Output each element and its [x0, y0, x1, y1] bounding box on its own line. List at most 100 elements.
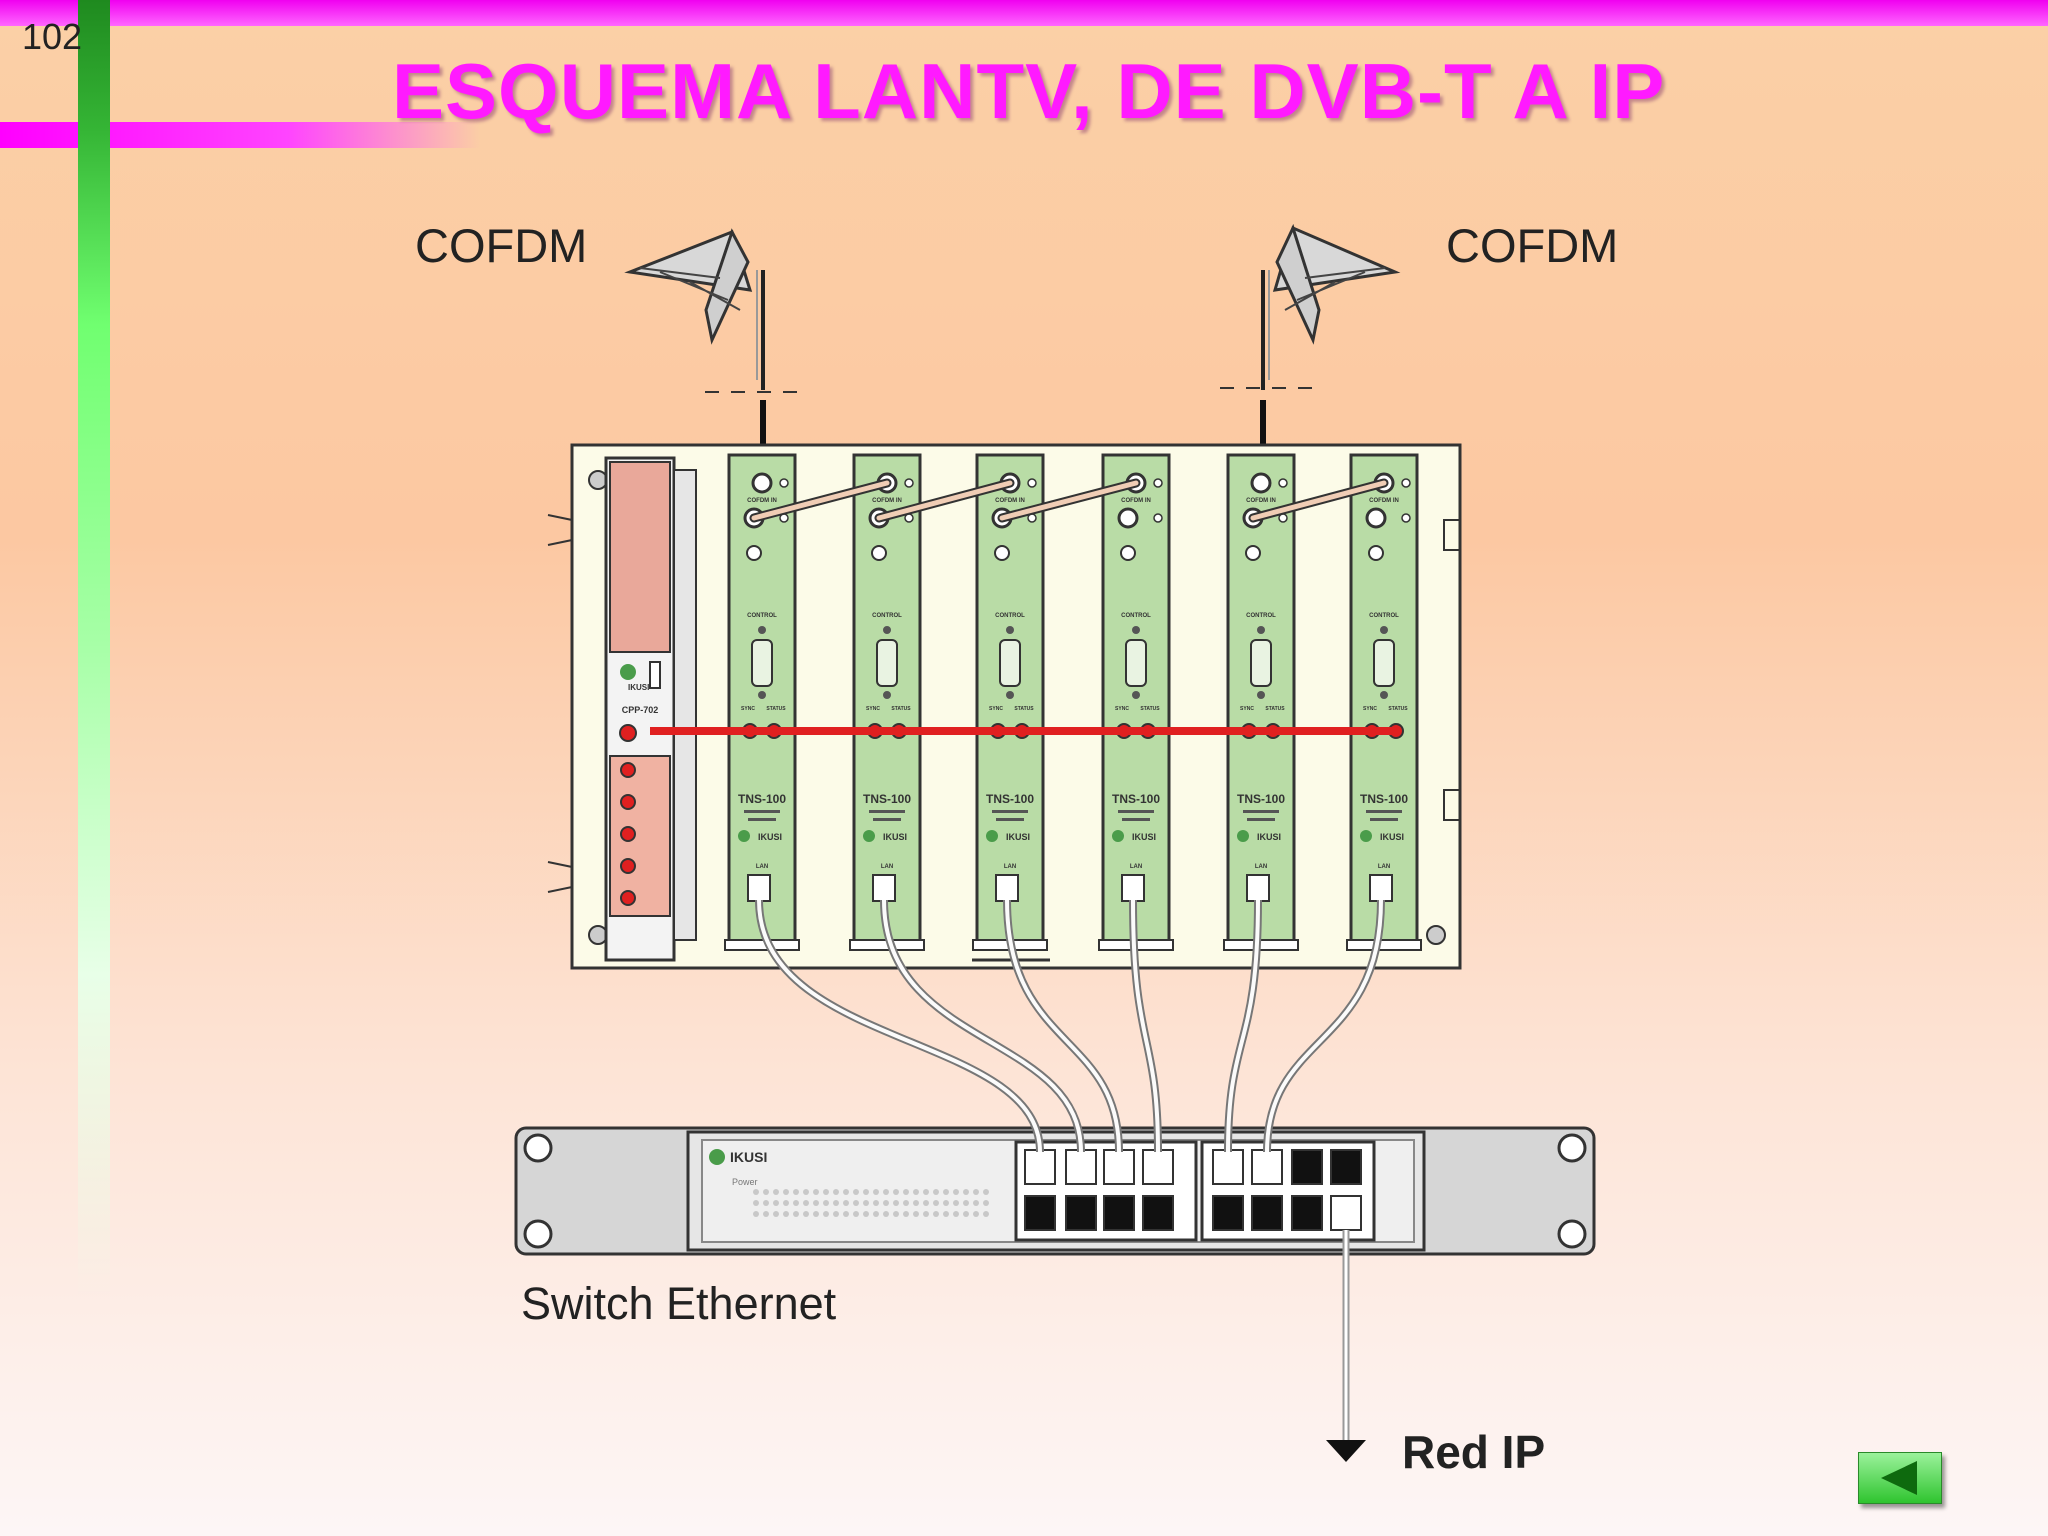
- antenna-left: [624, 228, 805, 478]
- switch-port: [1251, 1149, 1283, 1185]
- ethernet-switch: [514, 1126, 1596, 1256]
- switch-port: [1330, 1149, 1362, 1185]
- title-top-bar: [0, 0, 2048, 26]
- switch-port: [1142, 1195, 1174, 1231]
- module-status-label: STATUS: [891, 706, 911, 712]
- switch-port: [1103, 1149, 1135, 1185]
- control-port: [1373, 639, 1395, 687]
- module-input-label: COFDM IN: [872, 498, 902, 504]
- lan-port: [1369, 874, 1393, 902]
- switch-port: [1330, 1195, 1362, 1231]
- arrow-down-icon: [1326, 1440, 1366, 1462]
- switch-port: [1212, 1195, 1244, 1231]
- module-lan-label: LAN: [756, 864, 768, 870]
- cofdm-label-left: COFDM: [415, 219, 588, 272]
- lan-port: [1246, 874, 1270, 902]
- module-status-label: STATUS: [1265, 706, 1285, 712]
- module-sync-label: SYNC: [989, 706, 1003, 712]
- lan-port: [1121, 874, 1145, 902]
- back-button[interactable]: [1858, 1452, 1942, 1504]
- module-input-label: COFDM IN: [1369, 498, 1399, 504]
- switch-port: [1251, 1195, 1283, 1231]
- module-lan-label: LAN: [1378, 864, 1390, 870]
- module-lan-label: LAN: [1255, 864, 1267, 870]
- module-brand-label: IKUSI: [1257, 832, 1281, 842]
- module-input-label: COFDM IN: [1121, 498, 1151, 504]
- module-sync-label: SYNC: [866, 706, 880, 712]
- switch-label: Switch Ethernet: [521, 1278, 837, 1329]
- psu-model: CPP-702: [622, 705, 659, 715]
- switch-port: [1291, 1149, 1323, 1185]
- lan-cable-group: [755, 899, 1385, 1153]
- module-status-label: STATUS: [1014, 706, 1034, 712]
- switch-power-label: Power: [732, 1177, 758, 1187]
- power-supply-module: [604, 456, 697, 962]
- module-control-label: CONTROL: [747, 613, 777, 619]
- switch-port: [1065, 1195, 1097, 1231]
- rf-input-port: [1250, 472, 1272, 494]
- slide-number: 102: [22, 16, 83, 57]
- module-sync-label: SYNC: [1240, 706, 1254, 712]
- switch-port: [1065, 1149, 1097, 1185]
- switch-led-panel: [753, 1189, 989, 1217]
- module-lan-label: LAN: [881, 864, 893, 870]
- module-brand-label: IKUSI: [1132, 832, 1156, 842]
- control-port: [876, 639, 898, 687]
- module-control-label: CONTROL: [872, 613, 902, 619]
- rf-loop-port: [1365, 507, 1387, 529]
- module-control-label: CONTROL: [1246, 613, 1276, 619]
- module-control-label: CONTROL: [1121, 613, 1151, 619]
- module-model-label: TNS-100: [1112, 792, 1160, 806]
- switch-port: [1024, 1195, 1056, 1231]
- rf-input-port: [751, 472, 773, 494]
- control-port: [1125, 639, 1147, 687]
- module-brand-label: IKUSI: [758, 832, 782, 842]
- module-brand-label: IKUSI: [1380, 832, 1404, 842]
- triangle-left-icon: [1881, 1461, 1917, 1495]
- module-model-label: TNS-100: [986, 792, 1034, 806]
- module-lan-label: LAN: [1130, 864, 1142, 870]
- module-brand-label: IKUSI: [1006, 832, 1030, 842]
- module-model-label: TNS-100: [1237, 792, 1285, 806]
- module-status-label: STATUS: [1140, 706, 1160, 712]
- antenna-right: [1220, 223, 1401, 478]
- module-lan-label: LAN: [1004, 864, 1016, 870]
- lan-port: [872, 874, 896, 902]
- switch-brand: IKUSI: [730, 1149, 767, 1165]
- lan-port: [995, 874, 1019, 902]
- module-sync-label: SYNC: [741, 706, 755, 712]
- green-side-strip: [78, 0, 110, 1300]
- module-control-label: CONTROL: [995, 613, 1025, 619]
- module-control-label: CONTROL: [1369, 613, 1399, 619]
- psu-brand: IKUSI: [628, 683, 649, 692]
- switch-port: [1142, 1149, 1174, 1185]
- slide-title: ESQUEMA LANTV, DE DVB-T A IP: [392, 47, 1666, 135]
- module-model-label: TNS-100: [863, 792, 911, 806]
- red-ip-label: Red IP: [1402, 1426, 1546, 1478]
- switch-port-group: [1024, 1149, 1362, 1231]
- module-input-label: COFDM IN: [747, 498, 777, 504]
- switch-port: [1103, 1195, 1135, 1231]
- module-model-label: TNS-100: [1360, 792, 1408, 806]
- module-status-label: STATUS: [766, 706, 786, 712]
- module-sync-label: SYNC: [1363, 706, 1377, 712]
- switch-port: [1212, 1149, 1244, 1185]
- module-brand-label: IKUSI: [883, 832, 907, 842]
- cofdm-label-right: COFDM: [1446, 219, 1619, 272]
- module-status-label: STATUS: [1388, 706, 1408, 712]
- control-port: [1250, 639, 1272, 687]
- switch-port: [1024, 1149, 1056, 1185]
- switch-port: [1291, 1195, 1323, 1231]
- lan-port: [747, 874, 771, 902]
- module-model-label: TNS-100: [738, 792, 786, 806]
- module-sync-label: SYNC: [1115, 706, 1129, 712]
- control-port: [751, 639, 773, 687]
- module-input-label: COFDM IN: [995, 498, 1025, 504]
